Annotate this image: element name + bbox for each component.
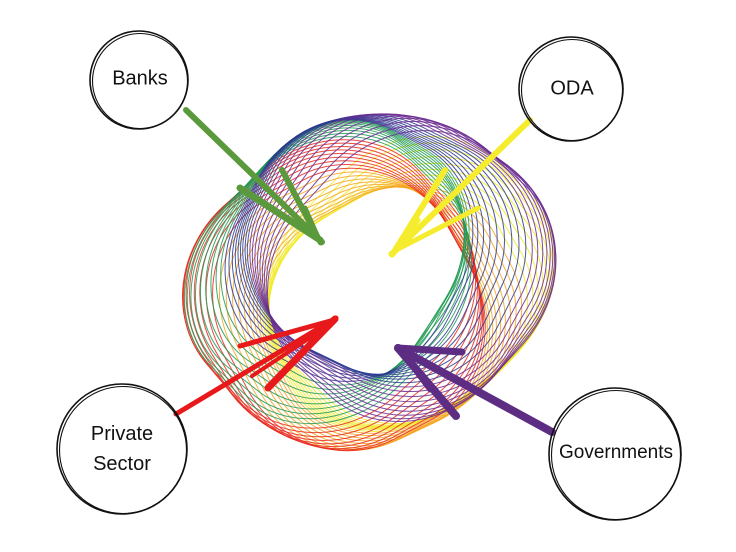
spirograph-ring <box>239 116 505 376</box>
spirograph-ring <box>265 125 557 420</box>
spirograph-ring <box>244 115 520 380</box>
arrow-oda <box>388 117 533 258</box>
node-label-governments: Governments <box>558 442 674 464</box>
spirograph-rings <box>182 113 557 452</box>
spirograph-ring <box>256 114 548 403</box>
spirograph-ring <box>210 121 466 395</box>
spirograph-ring <box>266 130 557 422</box>
node-circle-banks <box>89 30 189 130</box>
node-label-private-sector: Private Sector <box>91 419 153 479</box>
spirograph-ring <box>194 127 467 410</box>
spirograph-ring <box>249 113 533 388</box>
node-circle-oda <box>518 36 624 142</box>
spirograph-ring <box>237 117 498 375</box>
node-circle-governments <box>548 387 682 521</box>
node-label-banks: Banks <box>112 67 168 90</box>
node-circle-private-sector <box>56 383 188 515</box>
spirograph-ring <box>220 119 470 386</box>
arrow-governments <box>394 344 556 436</box>
node-label-oda: ODA <box>550 77 594 100</box>
spirograph-ring <box>215 120 467 390</box>
spirograph-ring <box>251 113 539 393</box>
node-label-private-line2: Sector <box>93 453 151 475</box>
node-label-private-line1: Private <box>90 423 154 445</box>
arrow-banks <box>183 107 325 246</box>
spirograph-ring <box>267 135 557 425</box>
spirograph-ring <box>254 113 544 398</box>
arrow-private-sector <box>173 315 339 417</box>
